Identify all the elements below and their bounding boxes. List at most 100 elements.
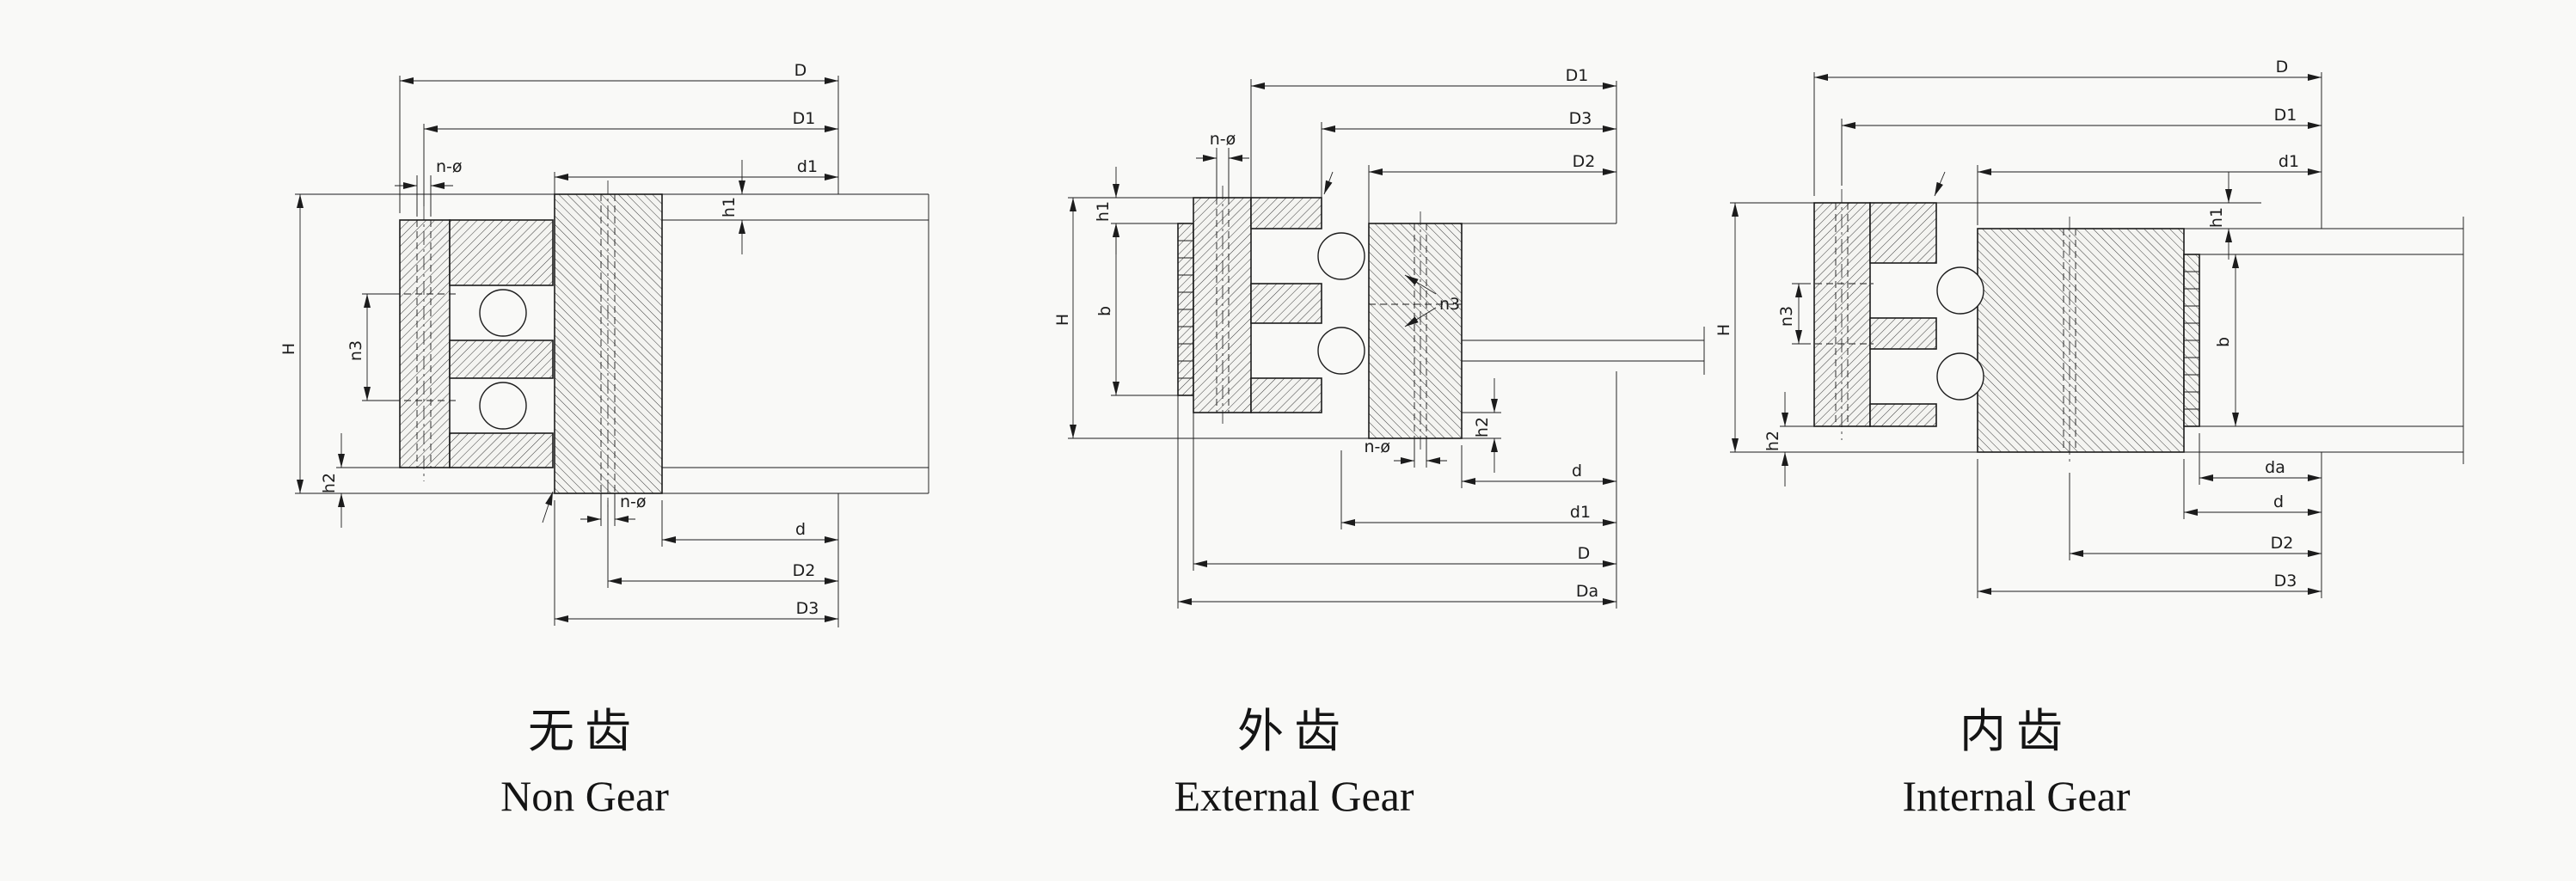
caption-internal-gear: 内齿 Internal Gear — [1690, 693, 2343, 821]
dim-D1: D1 — [1841, 106, 2321, 186]
dim-d1: d1 — [554, 157, 838, 194]
ball-roller — [1936, 352, 1984, 401]
dim-label-h2: h2 — [1473, 417, 1492, 437]
dim-D: D — [1193, 413, 1616, 571]
dim-label-D: D — [794, 61, 807, 80]
dim-label-d: d — [2273, 493, 2284, 511]
dim-D: D — [1813, 58, 2321, 196]
ball-roller — [1936, 266, 1984, 315]
outer-ring-section — [1813, 202, 1871, 427]
projection-lines — [1936, 202, 2464, 464]
caption-zh-internal-gear: 内齿 — [1960, 706, 2073, 757]
dim-label-n-phi-top: n-ø — [436, 157, 463, 176]
dim-label-b: b — [1095, 306, 1114, 316]
dim-D: D — [399, 61, 838, 213]
dim-label-D2: D2 — [2271, 534, 2294, 553]
ball-rollers — [479, 289, 527, 430]
dim-label-H: H — [279, 343, 298, 355]
dim-label-h2: h2 — [320, 473, 339, 493]
dim-n3: n3 — [347, 293, 393, 401]
dim-label-D1: D1 — [793, 109, 816, 128]
caption-external-gear: 外齿 External Gear — [967, 693, 1621, 821]
bolt-hole-lines — [1216, 186, 1427, 452]
dim-label-d1: d1 — [797, 157, 818, 176]
caption-zh-external-gear: 外齿 — [1237, 706, 1351, 757]
dim-H: H — [1714, 202, 1978, 453]
dim-label-h2: h2 — [1763, 431, 1782, 451]
datum-arrow — [542, 491, 554, 523]
dim-label-n3: n3 — [347, 340, 365, 361]
dim-D3: D3 — [554, 500, 838, 626]
ball-rollers — [1936, 266, 1984, 401]
dim-h1: h1 — [1094, 167, 1119, 254]
dim-H: H — [1053, 197, 1369, 439]
caption-non-gear: 无齿 Non Gear — [258, 693, 911, 821]
dim-Da: Da — [1177, 395, 1616, 609]
dim-label-d: d — [1572, 462, 1582, 480]
gear-ring-section — [1193, 197, 1252, 413]
dim-D3: D3 — [1977, 459, 2321, 598]
dim-n3: n3 — [1404, 274, 1460, 327]
dim-h2: h2 — [320, 433, 400, 528]
diagram-external-gear: D1 D3 D2 n-ø H b — [1053, 66, 1705, 609]
caption-en-internal-gear: Internal Gear — [1902, 772, 2131, 820]
raceway-lips — [1869, 202, 1937, 427]
dim-h1: h1 — [720, 160, 745, 254]
diagram-non-gear: D D1 d1 n-ø h1 n3 — [279, 61, 929, 627]
diagram-internal-gear: D D1 d1 h1 b n3 — [1714, 58, 2464, 598]
dim-label-h1: h1 — [2207, 207, 2226, 228]
dim-D1: D1 — [423, 109, 838, 206]
dim-d: d — [1461, 445, 1616, 488]
dim-label-D: D — [1578, 544, 1591, 563]
dim-D1: D1 — [1250, 66, 1616, 198]
datum-arrow — [1934, 171, 1946, 197]
datum-arrow — [1323, 171, 1334, 195]
ball-roller — [1317, 327, 1365, 375]
caption-en-external-gear: External Gear — [1174, 772, 1414, 820]
dim-n-phi-bottom: n-ø — [1364, 437, 1447, 468]
dim-label-n3: n3 — [1439, 295, 1460, 314]
ball-roller — [1317, 232, 1365, 280]
inner-ring-section — [1368, 223, 1463, 439]
dim-d1: d1 — [1977, 152, 2321, 225]
dim-D2: D2 — [2069, 473, 2321, 560]
dim-label-n3: n3 — [1777, 306, 1796, 327]
dim-label-D3: D3 — [2274, 572, 2297, 590]
dim-n-phi-top: n-ø — [395, 157, 463, 217]
dim-label-h1: h1 — [1094, 201, 1113, 222]
dim-label-b: b — [2214, 337, 2233, 347]
dim-label-da: da — [2265, 458, 2285, 477]
caption-en-non-gear: Non Gear — [500, 772, 669, 820]
caption-zh-non-gear: 无齿 — [528, 706, 641, 757]
ball-roller — [479, 289, 527, 337]
dim-d1: d1 — [1340, 450, 1616, 529]
gear-teeth-section — [1177, 223, 1194, 396]
dim-h2: h2 — [1473, 378, 1498, 473]
dim-b: b — [1095, 223, 1178, 396]
bolt-hole-lines — [416, 180, 616, 507]
dim-label-n-phi-bottom: n-ø — [1364, 437, 1390, 456]
dim-label-d: d — [795, 520, 806, 539]
bolt-hole-lines — [1835, 189, 2076, 466]
dim-n3: n3 — [1777, 283, 1809, 345]
dim-D2: D2 — [1368, 152, 1616, 223]
grease-hole-lines — [1804, 283, 1874, 345]
dim-b: b — [2214, 254, 2239, 426]
dim-label-n-phi-bottom: n-ø — [620, 493, 647, 511]
dim-label-H: H — [1053, 314, 1072, 326]
dim-label-h1: h1 — [720, 197, 739, 217]
dim-label-D1: D1 — [2274, 106, 2297, 125]
projection-lines — [1462, 223, 1705, 439]
outer-ring-section — [399, 219, 451, 468]
dim-label-d1: d1 — [1570, 503, 1591, 522]
dim-label-d1: d1 — [2279, 152, 2299, 171]
dim-D2: D2 — [607, 500, 838, 588]
dim-label-D3: D3 — [1569, 109, 1592, 128]
dim-h2: h2 — [1763, 392, 1814, 486]
dim-label-D2: D2 — [793, 561, 816, 580]
dim-d: d — [2183, 459, 2321, 519]
dim-h1: h1 — [2207, 172, 2232, 260]
inner-ring-section — [554, 193, 663, 494]
